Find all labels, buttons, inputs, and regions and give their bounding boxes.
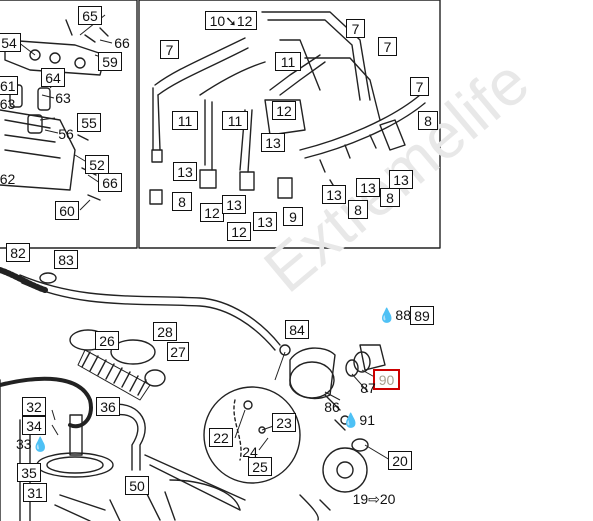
callout-86: 86 [324,399,340,415]
callout-27: 27 [167,342,189,361]
callout-54: 54 [0,33,21,52]
callout-26: 26 [95,331,119,350]
pipe-long [19,274,281,346]
detail-circle [203,386,301,484]
cap-89 [359,344,386,371]
bracket-11 [199,61,266,171]
callout-25: 25 [248,457,272,476]
manifold-bar [0,109,76,191]
callout-12-b: 12 [200,203,224,222]
callout-60: 60 [55,201,79,220]
pump-19 [322,447,368,493]
callout-7: 7 [160,40,179,59]
bracket-long-7 [299,94,426,159]
callout-31: 31 [23,483,47,502]
filter-body [289,347,336,400]
callout-12-c: 12 [227,222,251,241]
callout-36: 36 [96,397,120,416]
clamp-27 [144,369,166,387]
callout-62: 62 [0,171,16,187]
callout-13-f: 13 [356,178,380,197]
callout-65: 65 [78,6,102,25]
callout-63: 63 [55,90,71,106]
callout-66-b: 66 [98,173,122,192]
bracket-7a-leg [152,87,161,151]
callout-83: 83 [54,250,78,269]
fitting-84 [279,344,291,356]
callout-13-g: 13 [389,170,413,189]
callout-66: 66 [114,35,130,51]
callout-32: 32 [22,397,46,416]
hose-82 [0,267,48,293]
corrugated-hose [77,349,151,401]
callout-8-c: 8 [348,200,368,219]
ring-28 [110,339,156,365]
callout-19-20: 19⇨20 [352,491,396,507]
callout-59: 59 [98,52,122,71]
panel-right-frame [138,0,441,249]
callout-9: 9 [283,207,303,226]
callout-22: 22 [209,428,233,447]
callout-10-12: 10➘12 [205,11,257,30]
sensor [27,114,43,134]
callout-23: 23 [272,413,296,432]
callout-7-d: 7 [410,77,429,96]
callout-35: 35 [17,463,41,482]
injector-b [37,87,51,111]
callout-91: 💧91 [342,412,376,428]
callout-11-c: 11 [222,111,248,130]
callout-8: 8 [418,111,438,130]
bracket-11b [269,54,326,96]
bracket-frame-mid [279,39,381,121]
callout-90-highlighted[interactable]: 90 [373,369,400,390]
panel-left-frame [0,0,138,249]
mounting-plate [4,39,106,76]
oring-87 [345,359,359,377]
callout-7-b: 7 [346,19,365,38]
callout-56: 56 [58,126,74,142]
callout-50: 50 [125,476,149,495]
callout-55: 55 [77,113,101,132]
callout-63-b: 63 [0,96,16,112]
callout-11: 11 [275,52,301,71]
callout-8-b: 8 [172,192,192,211]
callout-84: 84 [285,320,309,339]
callout-33: 33💧 [16,436,50,452]
callout-61: 61 [0,76,18,95]
callout-11-b: 11 [172,111,198,130]
callout-52: 52 [85,155,109,174]
callout-13-c: 13 [222,195,246,214]
bracket-7a [154,37,249,96]
callout-20: 20 [388,451,412,470]
callout-87: 87 [360,380,376,396]
ring-83 [39,272,57,284]
callout-13-d: 13 [253,212,277,231]
callout-82: 82 [6,243,30,262]
callout-34: 34 [22,416,46,435]
callout-28: 28 [153,322,177,341]
callout-13: 13 [261,133,285,152]
callout-13-b: 13 [173,162,197,181]
callout-12: 12 [272,101,296,120]
callout-8-d: 8 [380,188,400,207]
callout-88: 💧88 [378,307,412,323]
callout-64: 64 [41,68,65,87]
bracket-frame-top [261,11,371,101]
callout-24: 24 [242,444,258,460]
callout-89: 89 [410,306,434,325]
callout-7-c: 7 [378,37,397,56]
callout-13-e: 13 [322,185,346,204]
